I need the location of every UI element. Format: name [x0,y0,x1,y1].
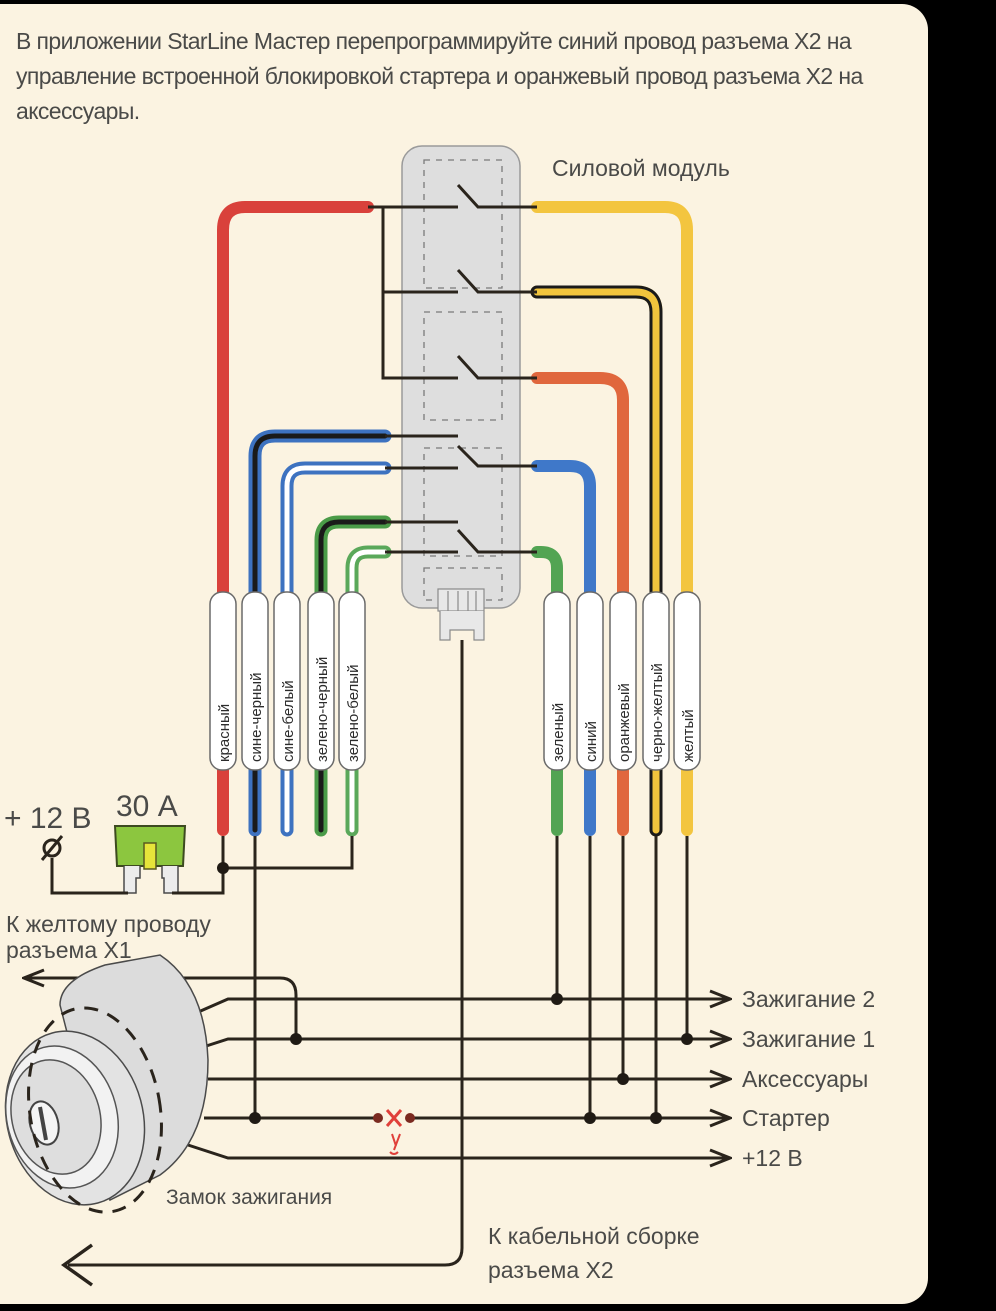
to-yellow-x1-line2: разъема X1 [6,937,132,963]
wire-label-text: сине-белый [280,680,297,762]
relay-switch [456,268,537,294]
wire-label-text: красный [216,704,233,762]
ignition-lock-label: Замок зажигания [166,1186,332,1209]
wire-label-text: черно-желтый [649,663,666,762]
output-line-4 [187,1143,730,1158]
junction-dot [584,1112,596,1124]
wire-label-right-0: зеленый [543,591,571,771]
output-label-0: Зажигание 2 [742,986,875,1012]
wire-label-sleeve [338,591,366,771]
module-slot [423,447,503,557]
wire-green-white [345,545,392,837]
scissors-cut-icon [385,1109,403,1155]
junction-dot [681,1033,693,1045]
output-line-0 [179,999,730,1022]
wire-label-text: синий [583,721,600,762]
junction-dot [249,1112,261,1124]
junction-dot [617,1073,629,1085]
to-yellow-x1-line [24,978,298,1039]
wire-label-text: зеленый [550,703,567,762]
wire-label-right-4: желтый [673,591,701,771]
wire-label-left-3: зелено-черный [307,591,335,771]
wire-label-text: сине-черный [248,673,265,762]
wire-label-text: зелено-белый [345,665,362,762]
module-connector [437,588,485,641]
relay-switch [456,354,537,380]
ignition-lock-icon [4,954,209,1214]
wire-black-yellow [530,285,663,837]
wire-label-text: оранжевый [616,683,633,762]
wire-label-sleeve [241,591,269,771]
to-yellow-x1-line1: К желтому проводу [6,911,211,937]
cut-point [405,1113,415,1123]
module-slot [423,311,503,421]
wire-label-sleeve [642,591,670,771]
wire-label-right-2: оранжевый [609,591,637,771]
junction-dot [650,1112,662,1124]
wire-blue-white [280,461,392,837]
fuse-rating-label: 30 А [116,790,178,823]
wire-label-sleeve [576,591,604,771]
wire-label-text: желтый [680,709,697,762]
wire-label-right-1: синий [576,591,604,771]
to-cable-x2-line [68,640,464,1267]
wire-label-left-0: красный [209,591,237,771]
intro-text: В приложении StarLine Мастер перепрограм… [16,28,863,124]
wire-label-text: зелено-черный [314,657,331,762]
wire-label-sleeve [273,591,301,771]
output-label-1: Зажигание 1 [742,1026,875,1052]
power-module-label: Силовой модуль [552,155,730,181]
relay-switch [456,183,537,209]
arrow-left-icon [60,1243,94,1287]
output-label-4: +12 В [742,1145,803,1171]
junction-yellow-x1 [290,1033,302,1045]
cut-point [373,1113,383,1123]
wire-blue-black [248,429,392,837]
terminal-icon [40,835,64,861]
wire-blue [531,460,596,836]
wire-label-right-3: черно-желтый [642,591,670,771]
wire-label-left-2: сине-белый [273,591,301,771]
to-cable-x2-line1: К кабельной сборке [488,1223,700,1249]
wire-label-left-1: сине-черный [241,591,269,771]
output-label-3: Стартер [742,1105,830,1131]
wire-label-sleeve [609,591,637,771]
output-label-2: Аксессуары [742,1066,868,1092]
wire-label-sleeve [673,591,701,771]
wire-label-left-4: зелено-белый [338,591,366,771]
wire-label-sleeve [543,591,571,771]
plus12v-label: + 12 В [4,802,92,835]
relay-switch [456,528,537,554]
junction-dot [551,993,563,1005]
output-line-1 [199,1039,730,1050]
fuse: + 12 В 30 А [4,790,354,895]
wire-green [531,546,563,836]
relay-switch [456,444,537,468]
wire-orange [531,372,629,836]
wire-yellow [531,201,693,836]
wire-red [217,201,374,836]
wire-green-black [314,515,392,837]
to-cable-x2-line2: разъема X2 [488,1257,614,1283]
wire-label-sleeve [209,591,237,771]
wire-label-sleeve [307,591,335,771]
module-slot [423,159,503,289]
